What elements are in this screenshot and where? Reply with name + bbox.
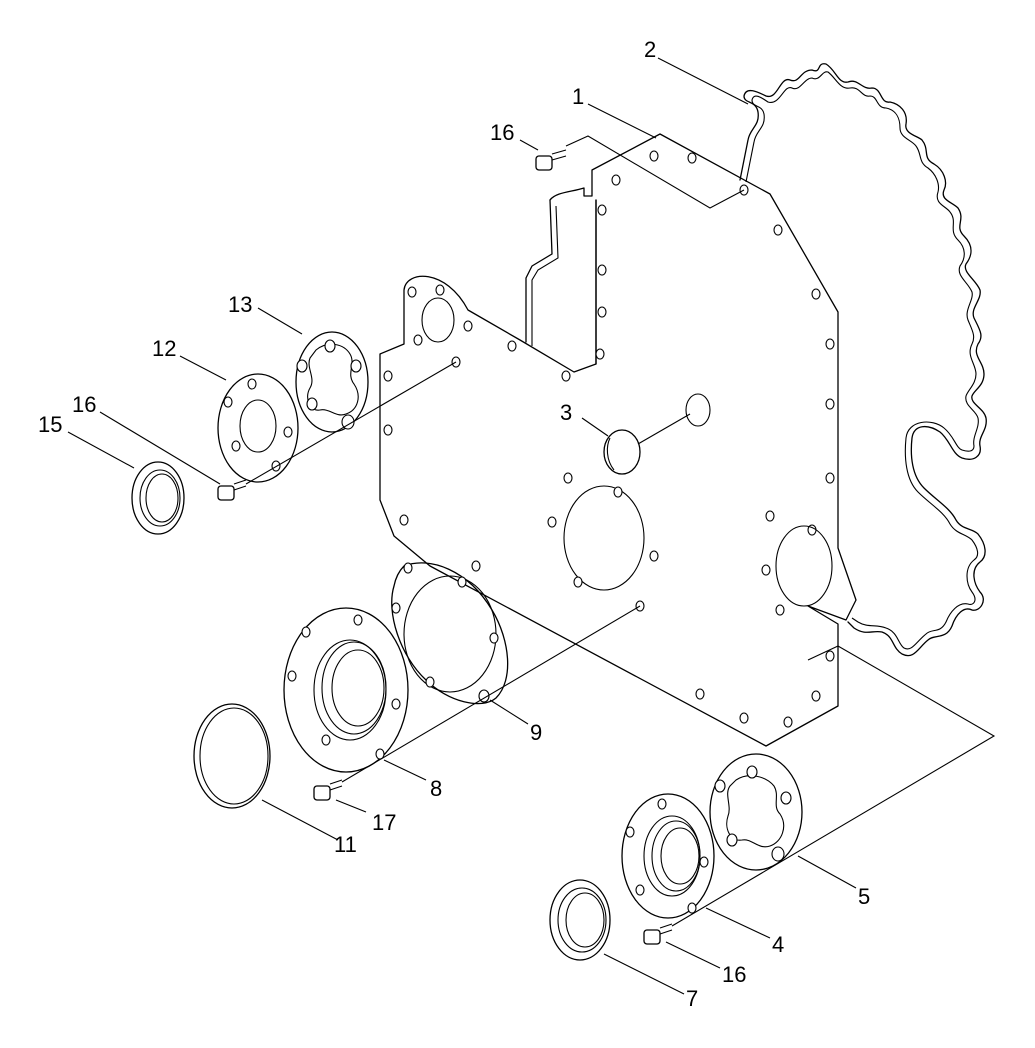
part-13-gasket bbox=[295, 331, 369, 433]
callout-16-left: 16 bbox=[72, 392, 96, 417]
callout-2: 2 bbox=[644, 37, 656, 62]
callout-labels: 2 1 16 3 13 12 16 15 9 8 17 11 5 4 16 7 bbox=[38, 37, 870, 1011]
part-3-plug bbox=[603, 393, 711, 475]
callout-17: 17 bbox=[372, 810, 396, 835]
callout-3: 3 bbox=[560, 400, 572, 425]
leader-lines bbox=[67, 57, 857, 995]
bolt-16-upper bbox=[535, 149, 567, 171]
bolt-17 bbox=[313, 779, 343, 801]
callout-16-upper: 16 bbox=[490, 120, 514, 145]
part-15-seal bbox=[131, 461, 185, 535]
part-2-gasket bbox=[739, 63, 987, 657]
callout-15: 15 bbox=[38, 412, 62, 437]
callout-7: 7 bbox=[686, 986, 698, 1011]
bolt-16-lower bbox=[643, 923, 673, 945]
part-12-flange bbox=[217, 373, 299, 483]
callout-13: 13 bbox=[228, 292, 252, 317]
part-11-o-ring bbox=[193, 703, 271, 809]
assembly-lines bbox=[245, 135, 996, 927]
part-9-gasket bbox=[391, 562, 509, 705]
callout-11: 11 bbox=[334, 832, 357, 857]
callout-9: 9 bbox=[530, 720, 542, 745]
part-5-gasket bbox=[709, 753, 803, 871]
part-1-front-cover bbox=[379, 133, 857, 747]
bolt-16-left bbox=[217, 479, 247, 501]
callout-8: 8 bbox=[430, 776, 442, 801]
part-4-seal-flange bbox=[621, 793, 715, 919]
callout-1: 1 bbox=[572, 84, 584, 109]
callout-12: 12 bbox=[152, 336, 176, 361]
part-8-seal-flange bbox=[283, 607, 409, 773]
callout-16-lower: 16 bbox=[722, 962, 746, 987]
callout-4: 4 bbox=[772, 932, 784, 957]
part-7-seal bbox=[549, 879, 611, 961]
callout-5: 5 bbox=[858, 884, 870, 909]
